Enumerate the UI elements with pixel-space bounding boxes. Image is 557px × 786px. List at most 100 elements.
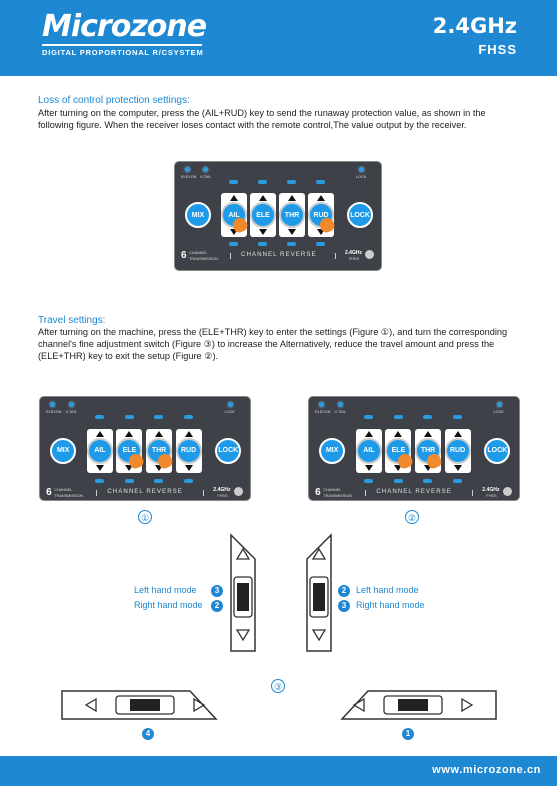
- down-triangle-icon: [259, 229, 267, 235]
- left-vertical-trim: [230, 533, 256, 652]
- channel-word: CHANNEL: [54, 487, 73, 492]
- vtail-label: V-TAIL: [334, 410, 346, 415]
- up-triangle-icon: [364, 430, 373, 437]
- rev-indicator: [364, 415, 374, 420]
- channel-button-ail[interactable]: AIL: [355, 437, 382, 464]
- divider-left: [365, 489, 367, 496]
- down-arrow-icon: [311, 629, 327, 642]
- up-arrow-icon: [235, 547, 251, 560]
- elevon-led: [50, 402, 56, 408]
- nor-indicator: [154, 478, 164, 483]
- left-arrow-icon: [84, 697, 97, 713]
- mix-button[interactable]: MIX: [185, 202, 211, 228]
- lock-button[interactable]: LOCK: [215, 437, 242, 464]
- channel-reverse-label: CHANNEL REVERSE: [107, 487, 183, 495]
- channel-word: CHANNEL: [189, 251, 208, 255]
- channel-key-ele[interactable]: ELE: [250, 193, 276, 237]
- rev-indicator: [423, 415, 433, 420]
- left-mode-left-badge: 3: [211, 585, 223, 597]
- divider-left: [96, 489, 98, 496]
- rev-indicator: [229, 180, 238, 184]
- elevon-led: [319, 402, 325, 408]
- channel-key-thr[interactable]: THR: [279, 193, 305, 237]
- panel-fhss: FHSS: [217, 493, 228, 498]
- nor-indicator: [452, 478, 462, 483]
- section2-title: Travel settings:: [38, 315, 106, 326]
- channel-button-ail[interactable]: AIL: [86, 437, 113, 464]
- up-triangle-icon: [424, 430, 433, 437]
- left-horizontal-trim: [61, 690, 218, 720]
- panel-emblem-icon: [233, 486, 243, 496]
- panel-emblem-icon: [365, 250, 374, 259]
- elevon-label: ELEVON: [315, 410, 331, 415]
- channel-button-rud[interactable]: RUD: [175, 437, 202, 464]
- right-mode-right-badge: 3: [338, 600, 350, 612]
- mix-button[interactable]: MIX: [50, 437, 77, 464]
- down-triangle-icon: [184, 464, 193, 471]
- down-triangle-icon: [364, 464, 373, 471]
- down-arrow-icon: [235, 629, 251, 642]
- mix-button[interactable]: MIX: [319, 437, 346, 464]
- channel-button-rud[interactable]: RUD: [444, 437, 471, 464]
- nor-indicator: [258, 242, 267, 246]
- channel-key-ail[interactable]: AIL: [86, 428, 113, 473]
- channel-key-rud[interactable]: RUD: [444, 428, 471, 473]
- lock-led: [359, 167, 364, 172]
- channel-key-ail[interactable]: AIL: [355, 428, 382, 473]
- nor-indicator: [124, 478, 134, 483]
- lock-led: [496, 402, 502, 408]
- frequency-label: 2.4GHz: [432, 14, 517, 38]
- up-triangle-icon: [125, 430, 134, 437]
- up-triangle-icon: [317, 195, 325, 201]
- up-triangle-icon: [394, 430, 403, 437]
- nor-indicator: [393, 478, 403, 483]
- left-mode-right-hand: Right hand mode: [134, 600, 203, 610]
- channel-button-thr[interactable]: THR: [279, 202, 305, 228]
- down-triangle-icon: [394, 464, 403, 471]
- nor-indicator: [316, 242, 325, 246]
- elevon-led: [185, 167, 190, 172]
- nor-indicator: [423, 478, 433, 483]
- up-arrow-icon: [311, 547, 327, 560]
- rev-indicator: [287, 180, 296, 184]
- panel-fhss: FHSS: [486, 493, 497, 498]
- vtail-label: V-TAIL: [200, 175, 212, 179]
- left-mode-right-badge: 2: [211, 600, 223, 612]
- up-triangle-icon: [155, 430, 164, 437]
- vtail-label: V-TAIL: [65, 410, 77, 415]
- website-link[interactable]: www.microzone.cn: [432, 764, 541, 776]
- rev-indicator: [452, 415, 462, 420]
- divider-right: [472, 489, 474, 496]
- up-triangle-icon: [288, 195, 296, 201]
- up-triangle-icon: [259, 195, 267, 201]
- rev-indicator: [95, 415, 105, 420]
- panel-fhss: FHSS: [349, 257, 360, 261]
- transmission-word: TRANSMISSION: [323, 493, 353, 498]
- channel-button-ele[interactable]: ELE: [250, 202, 276, 228]
- left-mode-left-hand: Left hand mode: [134, 585, 197, 595]
- divider-right: [203, 489, 205, 496]
- lock-button[interactable]: LOCK: [347, 202, 373, 228]
- nor-indicator: [95, 478, 105, 483]
- nor-indicator: [183, 478, 193, 483]
- down-triangle-icon: [288, 229, 296, 235]
- panel-emblem-icon: [502, 486, 512, 496]
- vtail-led: [68, 402, 74, 408]
- panel-frequency: 2.4GHz: [345, 250, 362, 256]
- down-triangle-icon: [125, 464, 134, 471]
- divider-left: [230, 253, 231, 259]
- rev-indicator: [154, 415, 164, 420]
- lock-button[interactable]: LOCK: [484, 437, 511, 464]
- channel-key-rud[interactable]: RUD: [175, 428, 202, 473]
- figure1-label: ①: [138, 510, 152, 524]
- figure2-label: ②: [405, 510, 419, 524]
- badge-one: 1: [402, 728, 414, 740]
- right-mode-left-badge: 2: [338, 585, 350, 597]
- transmission-word: TRANSMISSION: [54, 493, 84, 498]
- down-triangle-icon: [317, 229, 325, 235]
- mode-label: FHSS: [478, 42, 517, 57]
- up-triangle-icon: [95, 430, 104, 437]
